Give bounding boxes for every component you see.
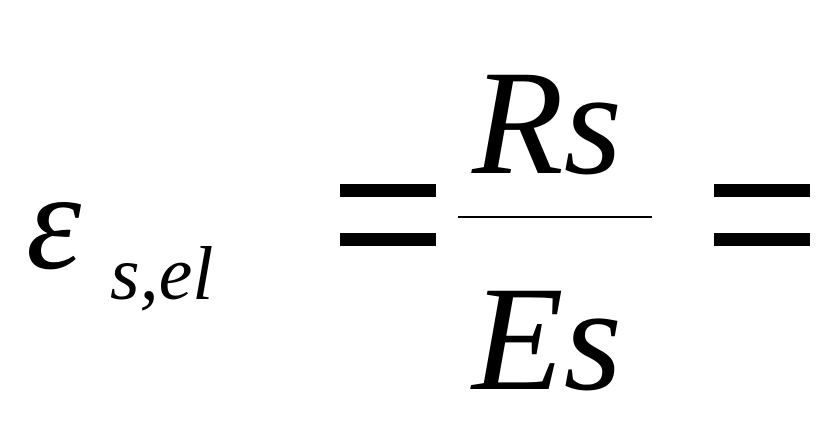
equals-bar-bottom <box>714 233 810 246</box>
fraction-bar <box>458 216 652 218</box>
equals-bar-bottom <box>340 233 436 246</box>
equals-sign <box>340 184 436 246</box>
fraction-denominator: Es <box>472 256 622 422</box>
fraction-numerator: Rs <box>472 40 622 206</box>
equals-bar-top <box>714 184 810 197</box>
epsilon-symbol: ε <box>26 144 82 299</box>
equals-bar-top <box>340 184 436 197</box>
equals-sign-trailing <box>714 184 810 246</box>
subscript: s,el <box>110 232 214 316</box>
